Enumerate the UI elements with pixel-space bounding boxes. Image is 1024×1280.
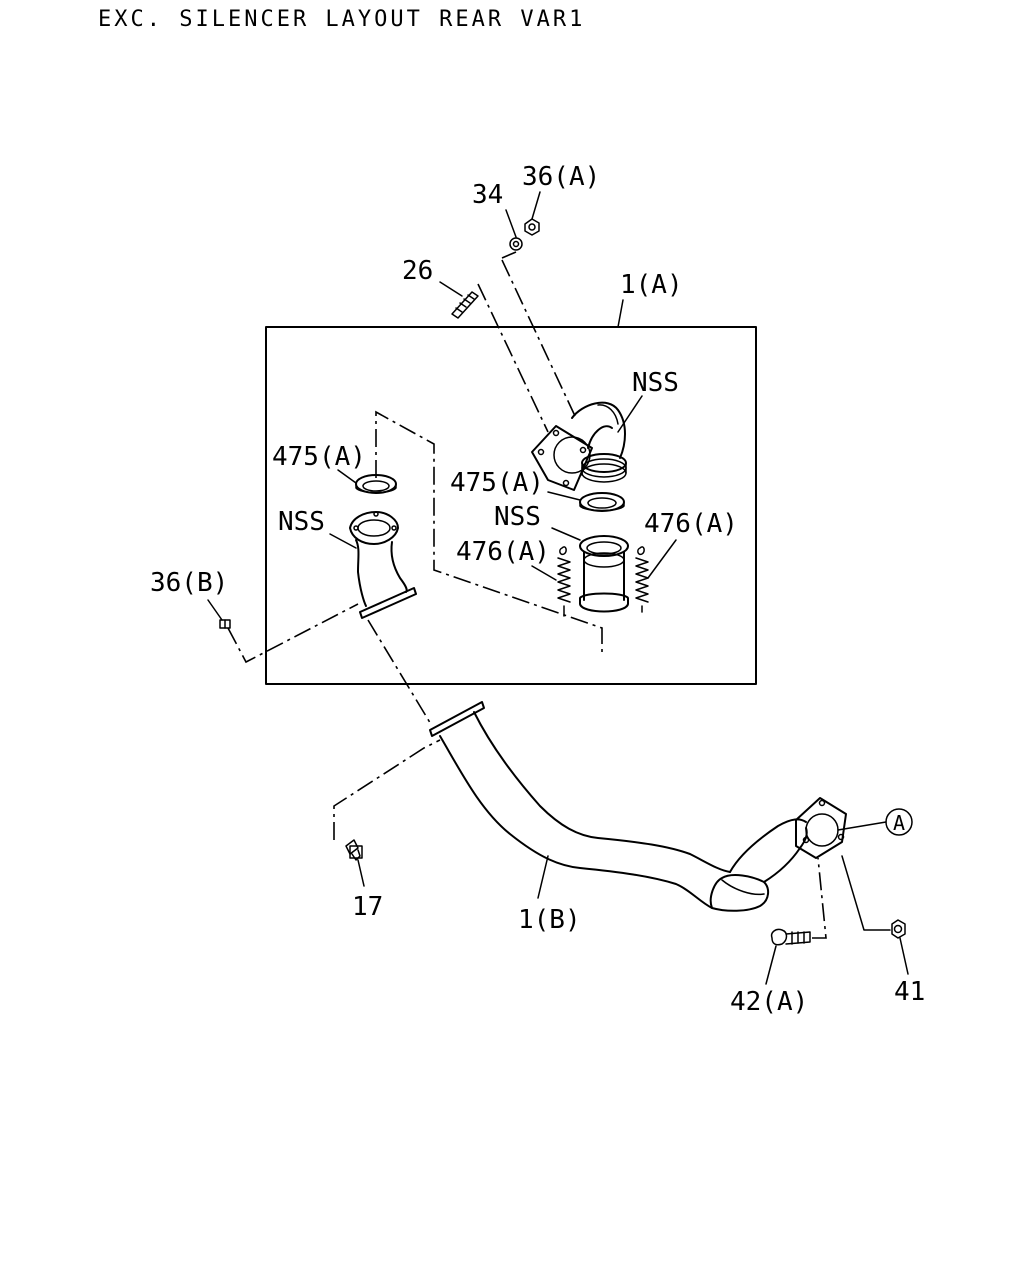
label-476a-right: 476(A) <box>644 509 738 539</box>
label-nss-mid: NSS <box>494 502 541 532</box>
leader-nss-left <box>329 533 357 549</box>
part-17-bolt <box>345 839 363 861</box>
label-475a-right: 475(A) <box>450 468 544 498</box>
part-42a-bolt <box>770 928 811 946</box>
sleeve-nss-mid <box>579 535 629 613</box>
label-34: 34 <box>472 180 503 210</box>
label-26: 26 <box>402 256 433 286</box>
assembly-1a-box <box>265 326 757 685</box>
leader-36a <box>531 191 541 220</box>
label-42a: 42(A) <box>730 987 808 1017</box>
assembly-line-17 <box>333 739 441 840</box>
leader-476a-left <box>531 565 557 581</box>
part-26-stud <box>451 291 479 319</box>
label-476a-left: 476(A) <box>456 537 550 567</box>
part-476a-left-spring <box>557 546 571 617</box>
part-36a-nut <box>524 218 540 236</box>
label-1a: 1(A) <box>620 270 683 300</box>
ref-a-label: A <box>893 811 905 835</box>
leader-36b <box>207 599 223 621</box>
leader-1b <box>537 855 549 899</box>
leader-41 <box>899 937 909 975</box>
assembly-line-gasket-pipe <box>375 410 603 656</box>
label-17: 17 <box>352 892 383 922</box>
leader-1a <box>617 299 624 328</box>
part-34-nut <box>509 237 523 251</box>
assembly-line-34 <box>501 251 576 417</box>
assembly-line-41 <box>841 855 891 931</box>
part-475a-right-gasket <box>579 492 625 512</box>
leader-475a-left <box>337 469 357 484</box>
label-36a: 36(A) <box>522 162 600 192</box>
leader-nss-mid <box>551 527 581 541</box>
part-476a-right-spring <box>635 546 649 613</box>
part-41-nut <box>891 919 906 939</box>
label-nss-top: NSS <box>632 368 679 398</box>
label-1b: 1(B) <box>518 905 581 935</box>
leader-26 <box>439 281 463 297</box>
pipe-nss-left <box>349 511 417 619</box>
leader-nss-top <box>617 395 643 433</box>
leader-475a-right <box>547 491 581 501</box>
label-475a-left: 475(A) <box>272 442 366 472</box>
leader-ref-a <box>837 821 887 831</box>
assembly-line-26 <box>477 283 549 433</box>
label-nss-left: NSS <box>278 507 325 537</box>
pipe-1b <box>429 701 847 912</box>
label-36b: 36(B) <box>150 568 228 598</box>
label-41: 41 <box>894 977 925 1007</box>
elbow-flange-top <box>531 401 627 491</box>
assembly-line-36b <box>227 603 359 664</box>
assembly-line-42a <box>812 857 827 939</box>
leader-476a-right <box>647 539 677 579</box>
assembly-line-flange <box>367 619 433 727</box>
diagram-title: EXC. SILENCER LAYOUT REAR VAR1 <box>98 7 585 32</box>
part-36b-nut <box>219 619 231 629</box>
leader-42a <box>765 945 777 985</box>
ref-a-circle <box>885 808 913 836</box>
leader-17 <box>357 859 365 887</box>
leader-34 <box>505 209 517 238</box>
